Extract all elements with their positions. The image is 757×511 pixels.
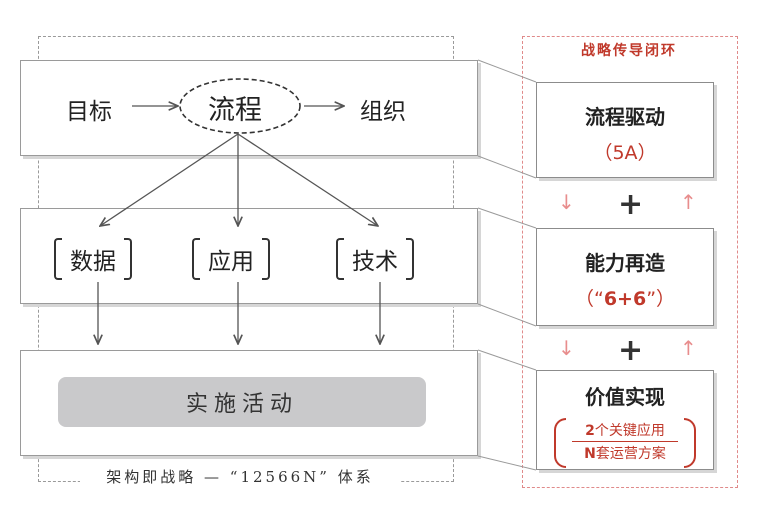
loop-title: 战略传导闭环 [581, 43, 677, 59]
box-process-driven: 流程驱动 （5A） [536, 82, 714, 178]
box-capability-rebuild: 能力再造 （“6+6”） [536, 228, 714, 326]
plus-1-icon: + [618, 187, 644, 222]
application-label: 应用 [192, 238, 270, 280]
box-process-driven-title: 流程驱动 [585, 105, 665, 129]
activity-bar: 实施活动 [58, 377, 426, 427]
box-capability-rebuild-sub: （“6+6”） [574, 288, 676, 310]
row-process [20, 60, 478, 156]
arrow-up-1-icon: ↑ [680, 190, 697, 214]
box-value-realization-title: 价值实现 [585, 385, 665, 409]
box-process-driven-sub: （5A） [593, 142, 657, 164]
goal-label: 目标 [66, 99, 112, 125]
key-applications-line: 2个关键应用 [572, 420, 678, 442]
loop-dashed-frame [522, 36, 738, 488]
box-capability-rebuild-title: 能力再造 [585, 251, 665, 275]
arrow-down-2-icon: ↓ [558, 336, 575, 360]
data-label: 数据 [54, 238, 132, 280]
process-label: 流程 [208, 95, 262, 126]
arrow-up-2-icon: ↑ [680, 336, 697, 360]
organization-label: 组织 [360, 99, 406, 125]
framework-caption: 架构即战略 — “12566N” 体系 [80, 466, 400, 487]
arrow-down-1-icon: ↓ [558, 190, 575, 214]
operation-plans-line: N套运营方案 [584, 446, 666, 462]
value-details: 2个关键应用 N套运营方案 [550, 418, 700, 468]
technology-label: 技术 [336, 238, 414, 280]
plus-2-icon: + [618, 333, 644, 368]
row-capabilities [20, 208, 478, 304]
